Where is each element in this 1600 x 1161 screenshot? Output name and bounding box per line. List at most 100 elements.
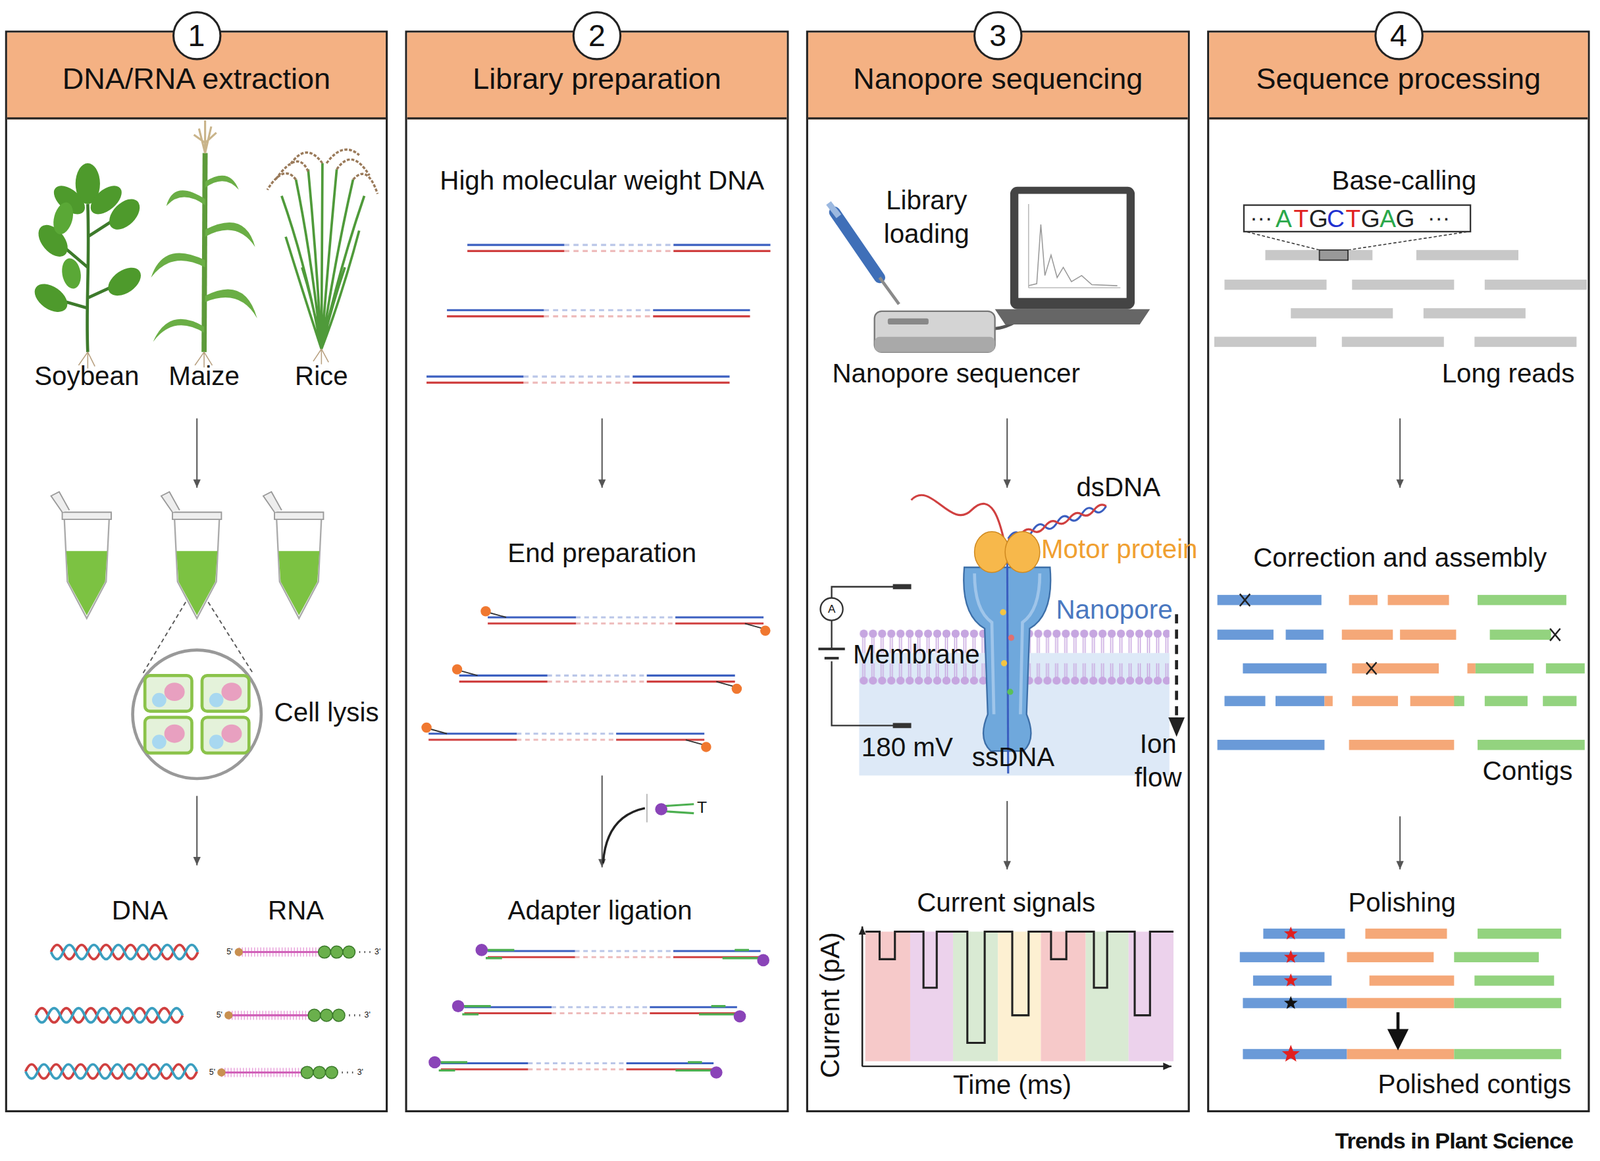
text-label: 5': [216, 1010, 223, 1021]
adapter-insert: [602, 793, 694, 863]
rna-strand: [238, 951, 321, 954]
polishing-reads: [1239, 952, 1325, 963]
text-label: 3': [357, 1067, 364, 1077]
rna-strand: [221, 1071, 303, 1074]
step-number: 1: [188, 18, 206, 54]
flow-arrow: [601, 775, 603, 868]
adapter-ligated-dna: [475, 943, 770, 967]
contig-reads: [1341, 629, 1394, 641]
end-prepped-dna: [452, 664, 742, 694]
rna-strand: [313, 1066, 326, 1079]
nanopore-protein: [1006, 541, 1009, 774]
contig-reads: [1542, 695, 1577, 707]
flow-arrow: [196, 418, 1400, 870]
dna-helix: [35, 1008, 183, 1023]
text-label: 3': [374, 947, 381, 957]
base-call-zoom: [1214, 250, 1587, 347]
laptop: [995, 186, 1151, 325]
step-number-circle: 1: [171, 11, 221, 60]
flow-arrow: [1399, 816, 1401, 870]
dna-helix: [35, 1008, 183, 1023]
current-trace: [862, 926, 1174, 1067]
text-label: 3': [364, 1010, 371, 1021]
contig-reads: [1242, 663, 1327, 674]
flow-arrow: [601, 418, 603, 488]
step-number: 4: [1390, 18, 1408, 54]
text-label: T: [1345, 204, 1361, 233]
polishing-reads: [1390, 1012, 1407, 1048]
flow-arrow: [196, 418, 198, 488]
text-label: Nanopore: [1056, 594, 1173, 626]
step-number-circle: 2: [572, 11, 622, 60]
end-prepped-dna: [480, 606, 771, 636]
sample-tube: [51, 491, 282, 513]
soybean-plant: [103, 261, 147, 302]
rna-strand: [217, 1068, 226, 1077]
base-call-zoom: [1214, 336, 1317, 348]
dna-helix: [51, 945, 199, 960]
text-label: Correction and assembly: [1253, 542, 1547, 574]
rna-strand: [348, 1014, 361, 1017]
rna-strand: [228, 1014, 310, 1017]
sequencer-device: [874, 336, 996, 353]
cell-lysis-zoom: [164, 682, 185, 701]
text-label: Nanopore sequencer: [831, 359, 1081, 390]
text-label: Membrane: [852, 639, 981, 671]
pipette: [828, 203, 840, 217]
base-call-zoom: [1423, 308, 1526, 319]
ion-flow-arrow: [1168, 614, 1185, 737]
laptop: [1018, 194, 1127, 299]
text-label: 5': [226, 947, 233, 957]
pipette: [828, 203, 900, 305]
text-label: Adapter ligation: [508, 895, 693, 927]
text-label: G: [1361, 204, 1381, 233]
polishing-reads: [1347, 928, 1455, 1059]
contig-reads: [1477, 594, 1567, 606]
cell-lysis-zoom: [132, 602, 262, 779]
rna-strand: [330, 945, 343, 959]
laptop: [995, 309, 1151, 325]
hmw-dna: [446, 309, 750, 316]
rice-plant: [267, 149, 378, 364]
contig-reads: [1275, 695, 1325, 707]
text-label: Maize: [168, 361, 240, 392]
text-label: G: [1309, 204, 1329, 233]
rice-plant: [281, 163, 365, 349]
text-label: T: [696, 799, 707, 819]
nanopore-protein: [999, 609, 1006, 616]
base-call-zoom: [1319, 250, 1348, 261]
polishing-reads: [1347, 952, 1435, 963]
polishing-reads: [1284, 973, 1298, 987]
text-label: C: [1326, 204, 1345, 233]
current-trace: [865, 931, 1174, 1044]
contig-reads: [1217, 593, 1585, 750]
current-trace: [865, 931, 911, 1062]
text-label: A: [1275, 204, 1292, 233]
text-label: Ion flow: [1126, 727, 1190, 795]
contig-reads: [1217, 594, 1327, 751]
step-number: 3: [989, 18, 1007, 54]
flow-arrow: [1399, 418, 1401, 488]
text-label: G: [1395, 204, 1415, 233]
text-label: 180 mV: [861, 732, 954, 763]
text-label: Soybean: [34, 361, 139, 392]
text-label: ···: [1427, 204, 1450, 231]
cell-lysis-zoom: [202, 675, 249, 711]
adapter-ligated-dna: [452, 999, 747, 1023]
polishing-reads: [1347, 997, 1455, 1009]
sample-tube: [62, 512, 324, 520]
polishing-reads: [1453, 952, 1539, 963]
contig-reads: [1399, 629, 1456, 641]
adapter-ligated-dna: [428, 1056, 723, 1079]
text-label: Long reads: [1442, 359, 1575, 390]
base-call-zoom: [1416, 250, 1519, 261]
step-number-circle: 3: [973, 11, 1023, 60]
rna-strand: [359, 951, 371, 954]
adapter-insert: [602, 808, 646, 864]
laptop: [1010, 186, 1135, 310]
contig-reads: [1349, 594, 1378, 606]
rna-strand: [221, 1067, 303, 1077]
text-label: 5': [209, 1067, 216, 1077]
